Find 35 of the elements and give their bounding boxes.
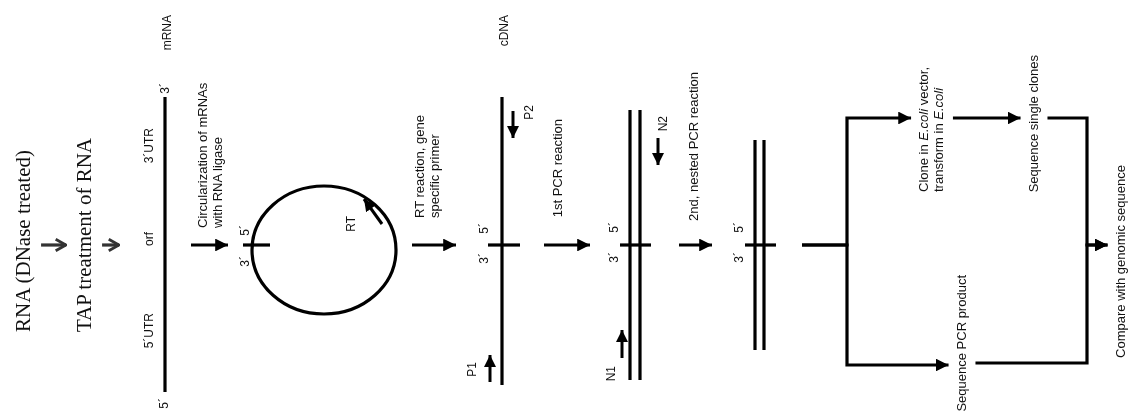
molecule-label: mRNA: [161, 14, 175, 50]
end-label: 5´: [158, 398, 172, 409]
arrow: [952, 111, 1021, 125]
step-label: Sequence single clones: [1026, 54, 1042, 192]
molecule-label: cDNA: [498, 14, 512, 46]
arrow: [191, 238, 228, 252]
edge-label: 2nd, nested PCR reaction: [686, 72, 702, 221]
arrow: [412, 238, 456, 252]
primer-label: N2: [657, 115, 671, 131]
primer-label: P1: [466, 362, 480, 377]
arrow: [102, 237, 121, 253]
end-label: 3´: [478, 253, 492, 264]
region-label: orf: [143, 232, 157, 246]
primer-label: N1: [605, 365, 619, 381]
region-label: 5´UTR: [143, 312, 157, 348]
arrow: [41, 237, 68, 253]
end-label: 5´: [608, 222, 622, 233]
step-label: RNA (DNase treated): [10, 150, 36, 332]
end-label: 3´: [239, 256, 253, 267]
step-label: Compare with genomic sequence: [1113, 165, 1129, 358]
step-label: Sequence PCR product: [954, 275, 970, 412]
arrow: [679, 238, 712, 252]
end-label: 5´: [239, 225, 253, 236]
step-label: TAP treatment of RNA: [71, 137, 97, 332]
region-label: 3´UTR: [143, 127, 157, 163]
end-label: 5´: [478, 223, 492, 234]
end-label: 5´: [733, 222, 747, 233]
end-label: 3´: [608, 252, 622, 263]
arrow: [802, 243, 949, 372]
primer-label: RT: [345, 216, 359, 232]
primer-label: P2: [523, 105, 537, 120]
arrow: [544, 238, 590, 252]
end-label: 3´: [733, 252, 747, 263]
end-label: 3´: [159, 83, 173, 94]
arrow: [975, 238, 1108, 365]
